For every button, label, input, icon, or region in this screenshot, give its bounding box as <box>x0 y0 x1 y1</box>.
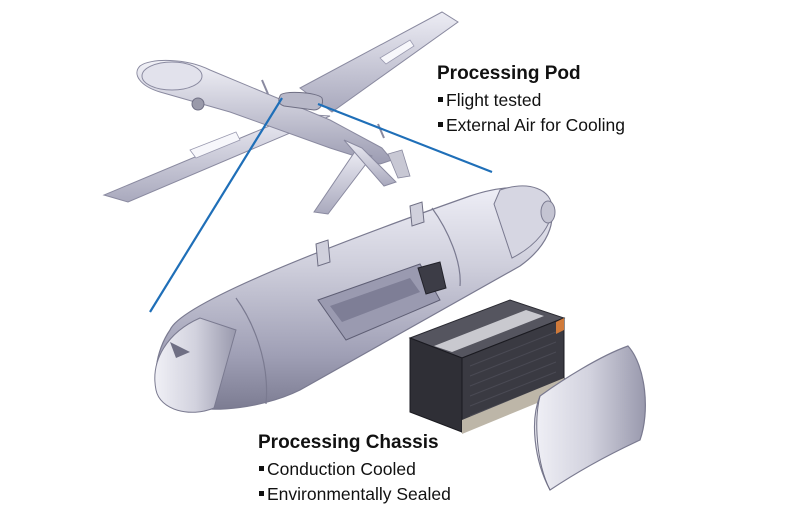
processing-chassis-title: Processing Chassis <box>258 432 439 453</box>
processing-pod-callout: Processing Pod Flight tested External Ai… <box>437 62 625 138</box>
processing-chassis-callout: Processing Chassis Conduction Cooled Env… <box>258 431 451 507</box>
leader-line-left <box>149 97 283 313</box>
pod-shell-panel <box>533 345 646 491</box>
propeller <box>387 149 411 179</box>
bullet-item: Flight tested <box>437 88 625 113</box>
processing-pod-title: Processing Pod <box>437 63 581 84</box>
pod-mount-lug-left <box>315 239 331 267</box>
processing-chassis-bullets: Conduction Cooled Environmentally Sealed <box>258 457 451 507</box>
leader-lines <box>149 97 493 313</box>
bullet-item: Conduction Cooled <box>258 457 451 482</box>
bullet-item: External Air for Cooling <box>437 113 625 138</box>
pod-mount-lug-right <box>409 201 425 227</box>
bullet-text: External Air for Cooling <box>446 115 625 135</box>
uav-aircraft <box>102 11 459 215</box>
tail-fin-upper <box>343 139 397 187</box>
bullet-square-icon <box>438 97 443 103</box>
bullet-square-icon <box>438 122 443 128</box>
processing-pod-body <box>154 185 556 413</box>
bullet-square-icon <box>259 466 264 472</box>
bullet-text: Environmentally Sealed <box>267 484 451 504</box>
leader-line-right <box>317 102 493 174</box>
bullet-square-icon <box>259 491 264 497</box>
bullet-item: Environmentally Sealed <box>258 482 451 507</box>
bullet-text: Flight tested <box>446 90 542 110</box>
pod-nose-cone <box>154 317 237 413</box>
bullet-text: Conduction Cooled <box>267 459 416 479</box>
right-wing <box>299 11 459 113</box>
processing-pod-bullets: Flight tested External Air for Cooling <box>437 88 625 138</box>
